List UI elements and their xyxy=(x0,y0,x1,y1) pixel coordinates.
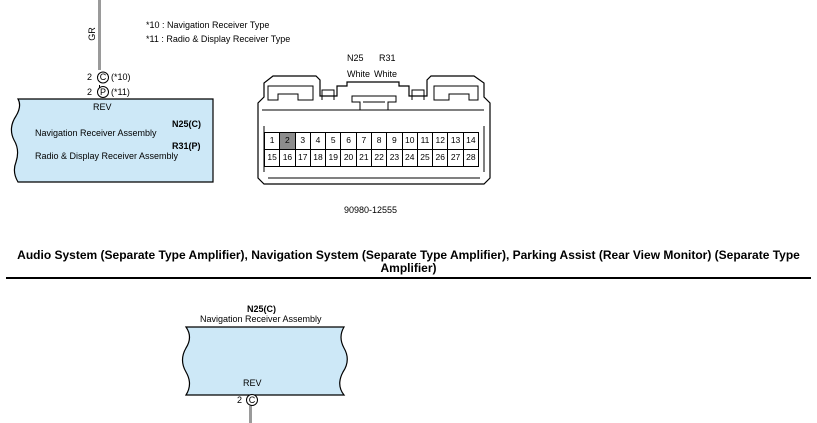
component-name: Navigation Receiver Assembly xyxy=(35,128,157,138)
pin-cell: 17 xyxy=(294,149,311,167)
wire-bottom xyxy=(249,406,252,423)
pin-cell: 21 xyxy=(355,149,372,167)
pin-cell: 4 xyxy=(309,132,327,150)
pin-cell: 3 xyxy=(294,132,311,150)
pin-note: (*10) xyxy=(111,72,131,82)
component-code: R31(P) xyxy=(172,141,201,151)
bottom-component-code: N25(C) xyxy=(247,304,277,314)
note-11: *11 : Radio & Display Receiver Type xyxy=(146,34,291,44)
pin-number: 2 xyxy=(87,72,93,82)
pin-cell: 9 xyxy=(386,132,403,150)
pin-cell: 14 xyxy=(462,132,479,150)
connector-face xyxy=(257,75,491,185)
pin-cell: 24 xyxy=(401,149,418,167)
pin-cell: 27 xyxy=(447,149,464,167)
bottom-connector-circle xyxy=(246,394,258,406)
pin-cell: 19 xyxy=(325,149,342,167)
connector-code: R31 xyxy=(379,53,396,63)
pin-cell: 2 xyxy=(279,132,296,150)
bottom-connector-letter: C xyxy=(248,395,256,405)
wire-color-code: GR xyxy=(86,27,97,41)
top-component-box xyxy=(10,98,214,183)
component-code: N25(C) xyxy=(172,119,202,129)
pin-cell: 20 xyxy=(340,149,357,167)
bottom-component-name: Navigation Receiver Assembly xyxy=(200,314,322,324)
connector-color: White xyxy=(347,69,371,79)
pin-cell: 16 xyxy=(279,149,296,167)
pin-cell: 1 xyxy=(264,132,281,150)
wire-gr-top xyxy=(98,0,101,70)
section-title: Audio System (Separate Type Amplifier), … xyxy=(17,248,800,275)
pin-cell: 7 xyxy=(355,132,372,150)
component-name: Radio & Display Receiver Assembly xyxy=(35,151,179,161)
pin-cell: 12 xyxy=(432,132,449,150)
note-10: *10 : Navigation Receiver Type xyxy=(146,20,270,30)
pin-cell: 22 xyxy=(371,149,388,167)
pin-cell: 6 xyxy=(340,132,357,150)
pin-cell: 26 xyxy=(432,149,449,167)
pin-cell: 25 xyxy=(416,149,434,167)
connector-code: N25 xyxy=(347,53,364,63)
pin-cell: 10 xyxy=(401,132,418,150)
bottom-terminal-label: REV xyxy=(243,378,262,388)
pin-note: (*11) xyxy=(111,87,130,97)
connector-letter: P xyxy=(99,87,106,97)
connector-color: White xyxy=(374,69,398,79)
connector-circle-c xyxy=(97,71,109,84)
bottom-pin-number: 2 xyxy=(237,395,243,405)
pin-cell: 18 xyxy=(309,149,327,167)
pin-cell: 15 xyxy=(264,149,281,167)
terminal-label: REV xyxy=(93,102,112,112)
section-divider xyxy=(6,277,811,279)
pin-cell: 11 xyxy=(416,132,434,150)
pin-cell: 28 xyxy=(462,149,479,167)
part-number: 90980-12555 xyxy=(344,205,398,215)
pin-number: 2 xyxy=(87,87,93,97)
connector-circle-p xyxy=(97,86,109,98)
connector-letter: C xyxy=(99,72,107,82)
pin-cell: 8 xyxy=(371,132,388,150)
pin-cell: 5 xyxy=(325,132,342,150)
bottom-component-box xyxy=(181,326,348,396)
pin-cell: 13 xyxy=(447,132,464,150)
pin-cell: 23 xyxy=(386,149,403,167)
